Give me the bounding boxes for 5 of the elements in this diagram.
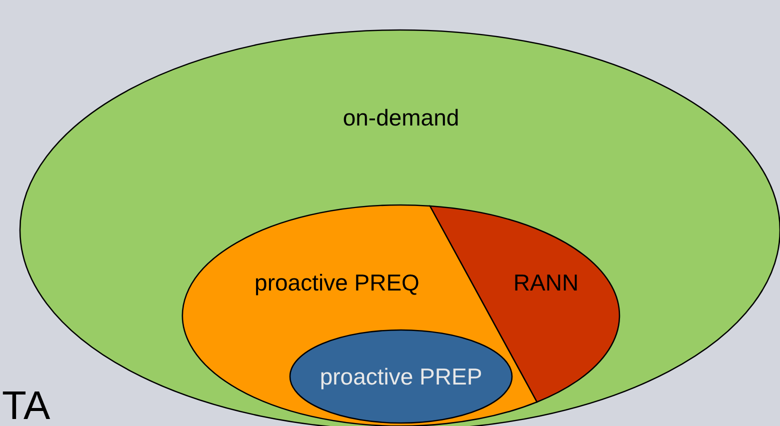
set-label: proactive PREP [320, 364, 482, 390]
set-label: RANN [513, 270, 579, 296]
set-label: on-demand [342, 104, 460, 132]
slide-text: TA [2, 386, 50, 426]
set-label: proactive PREQ [254, 270, 420, 296]
